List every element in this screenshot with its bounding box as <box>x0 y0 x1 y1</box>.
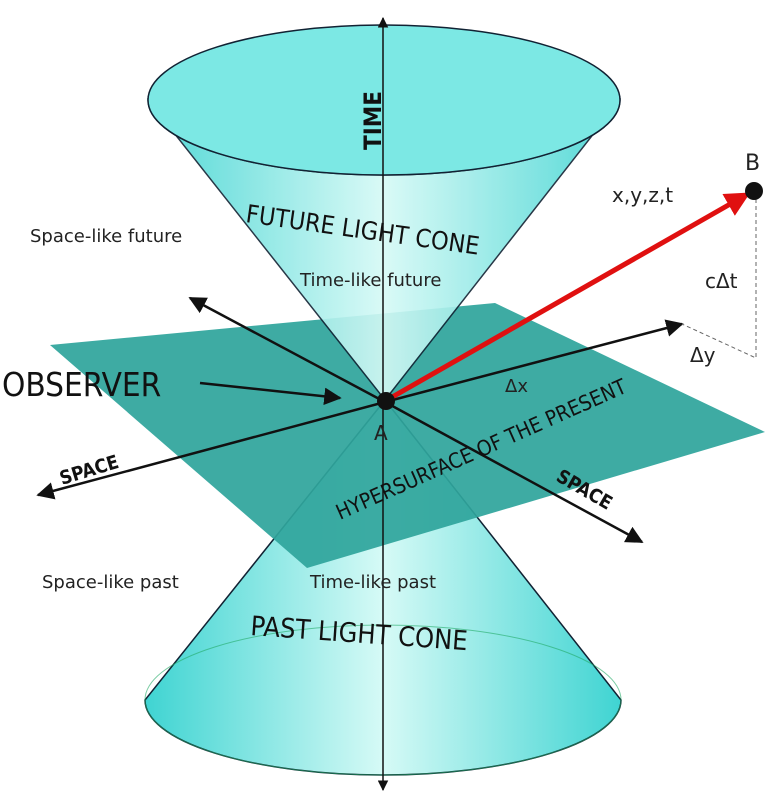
space-axis-back-left <box>188 296 386 404</box>
space-left-label: SPACE <box>57 451 121 490</box>
observer-label: OBSERVER <box>2 365 161 404</box>
space-axis-right <box>384 400 644 544</box>
projection-lines <box>681 192 757 359</box>
space-like-past-label: Space-like past <box>42 572 179 593</box>
time-like-past-label: Time-like past <box>309 572 436 593</box>
event-vector <box>385 192 751 403</box>
hypersurface-plane <box>50 303 765 568</box>
delta-t-label: cΔt <box>705 269 738 293</box>
delta-y-label: Δy <box>690 343 716 367</box>
space-axis-back-right <box>384 319 684 404</box>
space-like-future-label: Space-like future <box>30 226 182 247</box>
point-a <box>377 392 395 410</box>
time-like-future-label: Time-like future <box>299 270 441 291</box>
space-axis-left <box>36 400 386 500</box>
point-b <box>745 182 763 200</box>
point-b-label: B <box>745 151 760 176</box>
point-a-label: A <box>374 421 388 445</box>
coords-b-label: x,y,z,t <box>612 183 673 207</box>
delta-x-label: Δx <box>505 376 528 397</box>
observer-arrow <box>199 381 342 406</box>
time-label: TIME <box>359 91 387 150</box>
